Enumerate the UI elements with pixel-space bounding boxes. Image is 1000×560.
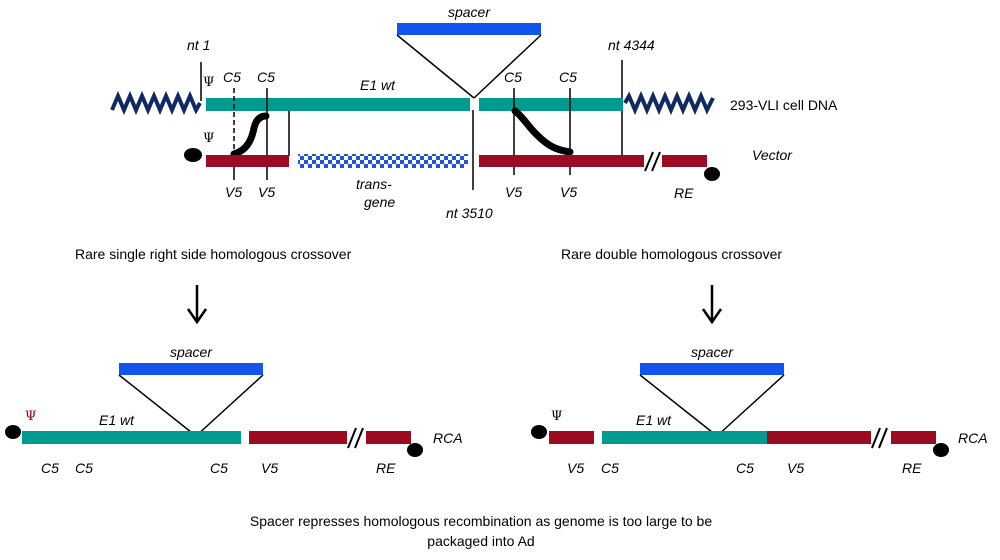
top-re-label: RE [674, 185, 694, 201]
left-cap-right [407, 443, 423, 457]
left-break-2 [354, 427, 364, 449]
right-result: spacer Ψ E1 wt RCA V5 C5 C5 V5 RE [531, 344, 988, 476]
left-c5-b: C5 [75, 460, 93, 476]
top-v5-b: V5 [258, 184, 275, 200]
cell-dna-label: 293-VLI cell DNA [730, 97, 838, 113]
left-spacer-line-left [118, 374, 197, 437]
left-spacer-line-right [195, 374, 264, 437]
left-break-1 [347, 427, 357, 449]
top-c5-b: C5 [257, 69, 275, 85]
top-vector-break-2 [651, 151, 661, 172]
right-spacer-line-left [639, 374, 718, 437]
right-v5-b: V5 [787, 460, 804, 476]
transgene-label-1: trans- [356, 176, 392, 192]
right-panel-title: Rare double homologous crossover [561, 246, 782, 262]
left-cap-left [5, 425, 21, 439]
right-spacer-label: spacer [691, 344, 734, 360]
top-v5-d: V5 [560, 184, 577, 200]
left-c5-c: C5 [210, 460, 228, 476]
top-transgene-block [298, 154, 468, 168]
top-v5-c: V5 [505, 184, 522, 200]
right-break-2 [878, 427, 888, 449]
left-e1wt-label: E1 wt [99, 412, 135, 428]
left-c5-a: C5 [41, 460, 59, 476]
top-e1wt-label: E1 wt [360, 77, 396, 93]
right-cap-left [531, 425, 547, 439]
top-psi-upper: Ψ [203, 75, 214, 90]
top-c5-c: C5 [504, 69, 522, 85]
top-spacer-line-right [473, 34, 542, 99]
top-vector-bar-end [662, 155, 707, 167]
right-e1wt-label: E1 wt [636, 412, 672, 428]
top-crossover-left [230, 112, 270, 158]
left-rca-label: RCA [433, 430, 463, 446]
right-down-arrow-icon [701, 285, 723, 325]
top-v5-a: V5 [225, 184, 242, 200]
top-vector-cap-left [184, 148, 202, 162]
left-v5: V5 [261, 460, 278, 476]
left-down-arrow-icon [186, 285, 208, 325]
nt1-label: nt 1 [187, 37, 210, 53]
footer-line-1: Spacer represses homologous recombinatio… [250, 513, 712, 529]
top-e1-bar-right [479, 98, 623, 111]
left-result: spacer Ψ E1 wt RCA C5 C5 C5 V5 RE [5, 344, 463, 476]
cell-dna-zigzag-left [110, 90, 202, 116]
left-e1-bar [22, 431, 241, 444]
right-break-1 [871, 427, 881, 449]
right-v5-a: V5 [567, 460, 584, 476]
left-spacer-label: spacer [170, 344, 213, 360]
top-c5-a: C5 [223, 69, 241, 85]
footer-line-2: packaged into Ad [427, 533, 534, 549]
right-c5-b: C5 [736, 460, 754, 476]
transgene-label-2: gene [364, 194, 395, 210]
left-spacer-bar [119, 363, 263, 375]
right-e1-bar [602, 431, 767, 444]
top-vector-break-1 [644, 151, 654, 172]
top-e1-bar-left [206, 98, 470, 111]
top-psi-lower: Ψ [203, 131, 214, 146]
cell-dna-zigzag-right [623, 90, 715, 116]
left-psi: Ψ [25, 409, 36, 424]
top-c5-d: C5 [559, 69, 577, 85]
right-vector-bar [767, 431, 871, 444]
right-rca-label: RCA [958, 430, 988, 446]
top-spacer-bar [397, 23, 541, 35]
right-vector-bar-start [549, 431, 594, 444]
left-panel-title: Rare single right side homologous crosso… [75, 246, 352, 262]
top-crossover-right [511, 107, 574, 156]
nt4344-label: nt 4344 [608, 37, 655, 53]
right-re: RE [902, 460, 922, 476]
top-spacer-line-left [396, 34, 475, 99]
right-psi: Ψ [551, 409, 562, 424]
right-cap-right [933, 443, 949, 457]
right-c5-a: C5 [601, 460, 619, 476]
top-vector-cap-right [704, 167, 720, 181]
nt3510-label: nt 3510 [446, 205, 493, 221]
left-re: RE [376, 460, 396, 476]
top-vector-bar-left [206, 155, 289, 167]
right-vector-bar-end [891, 431, 936, 444]
top-vector-bar-right [479, 155, 644, 167]
top-spacer-label: spacer [448, 4, 491, 20]
vector-label: Vector [752, 147, 793, 163]
left-vector-bar-end [366, 431, 411, 444]
right-spacer-bar [640, 363, 784, 375]
top-schema: spacer nt 1 nt 4344 nt 3510 E1 wt 293-VL… [110, 4, 838, 221]
right-spacer-line-right [716, 374, 785, 437]
left-vector-bar [249, 431, 347, 444]
